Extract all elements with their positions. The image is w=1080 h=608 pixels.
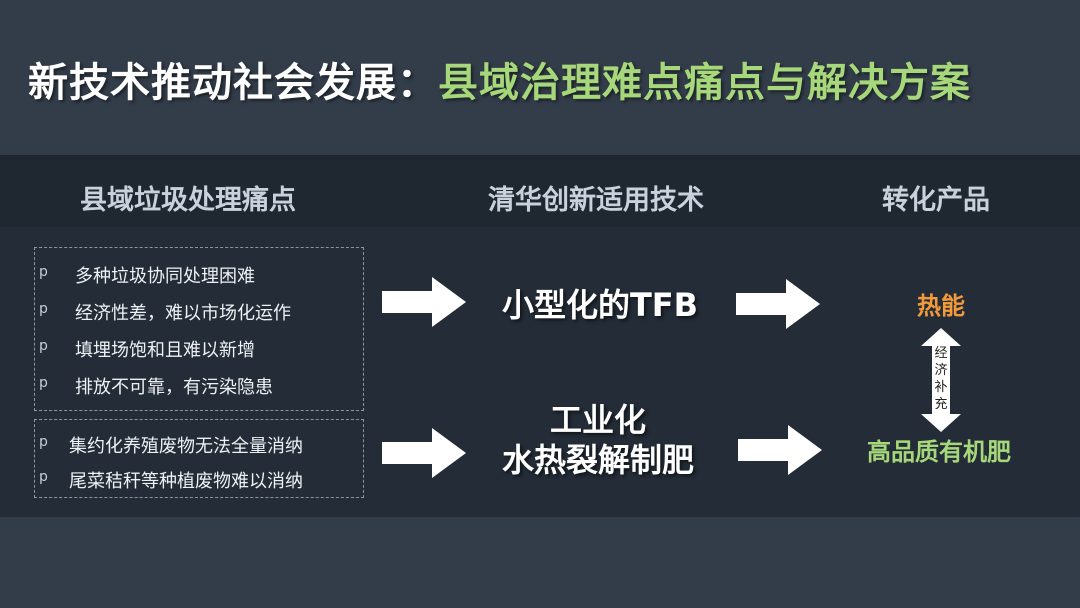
tech-hydrothermal-label: 工业化 水热裂解制肥	[502, 400, 694, 480]
column-header-tech: 清华创新适用技术	[488, 185, 704, 216]
tech-tfb-label: 小型化的TFB	[501, 286, 699, 324]
bullet-marker: p	[39, 434, 48, 450]
bullet-marker: p	[39, 264, 48, 280]
list-item-text: 经济性差，难以市场化运作	[75, 303, 291, 324]
product-heat: 热能	[917, 292, 965, 320]
bullet-marker: p	[39, 338, 48, 354]
list-item-text: 多种垃圾协同处理困难	[75, 266, 255, 287]
tech-hydrothermal-line1: 工业化	[549, 401, 647, 439]
product-fertilizer: 高品质有机肥	[867, 438, 1011, 466]
bullet-marker: p	[39, 301, 48, 317]
title-main: 新技术推动社会发展：	[28, 60, 438, 106]
tech-hydrothermal-line2: 水热裂解制肥	[501, 441, 695, 479]
title-accent: 县域治理难点痛点与解决方案	[438, 60, 971, 106]
column-header-row	[0, 155, 1080, 227]
link-char: 济	[934, 363, 948, 378]
right-arrow-icon	[382, 277, 466, 327]
list-item: p 排放不可靠，有污染隐患	[35, 373, 363, 410]
link-char: 经	[934, 346, 948, 361]
list-item-text: 集约化养殖废物无法全量消纳	[69, 436, 303, 457]
list-item-text: 填埋场饱和且难以新增	[75, 340, 255, 361]
link-char: 补	[934, 380, 948, 395]
double-arrow-icon	[921, 328, 961, 432]
bullet-marker: p	[39, 375, 48, 391]
bullet-marker: p	[39, 469, 48, 485]
list-item: p 尾菜秸秆等种植废物难以消纳	[35, 467, 363, 502]
list-item: p 填埋场饱和且难以新增	[35, 336, 363, 373]
link-char: 充	[934, 397, 948, 412]
list-item-text: 排放不可靠，有污染隐患	[75, 377, 273, 398]
column-header-products: 转化产品	[882, 185, 990, 216]
pain-points-box-waste: p 多种垃圾协同处理困难 p 经济性差，难以市场化运作 p 填埋场饱和且难以新增 p 排…	[34, 247, 364, 411]
right-arrow-icon	[738, 425, 822, 475]
list-item: p 集约化养殖废物无法全量消纳	[35, 432, 363, 467]
list-item-text: 尾菜秸秆等种植废物难以消纳	[69, 471, 303, 492]
column-header-pain-points: 县域垃圾处理痛点	[80, 185, 296, 216]
list-item: p 多种垃圾协同处理困难	[35, 262, 363, 299]
pain-points-box-agriculture: p 集约化养殖废物无法全量消纳 p 尾菜秸秆等种植废物难以消纳	[34, 419, 364, 498]
list-item: p 经济性差，难以市场化运作	[35, 299, 363, 336]
right-arrow-icon	[736, 279, 820, 329]
economic-supplement-label: 经 济 补 充	[931, 345, 951, 413]
right-arrow-icon	[382, 428, 466, 478]
page-title: 新技术推动社会发展：县域治理难点痛点与解决方案	[28, 50, 971, 108]
